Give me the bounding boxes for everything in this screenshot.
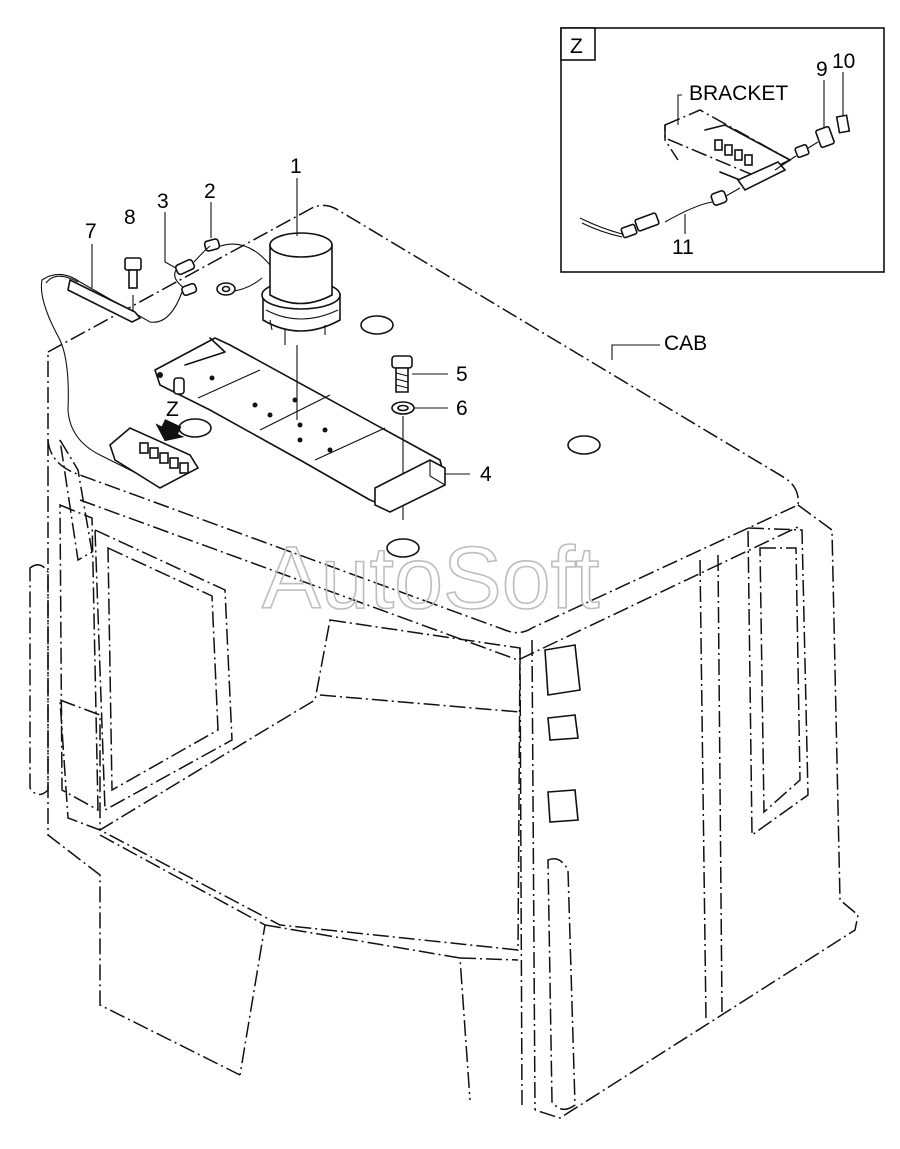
wire-harness (40, 238, 271, 481)
label-part-1: 1 (290, 155, 302, 178)
part-labels: 1 2 3 4 5 6 7 8 9 10 11 CAB BRACKET Z Z (85, 35, 855, 486)
label-part-4: 4 (480, 463, 492, 486)
beacon-lamp (261, 232, 341, 345)
label-view-z: Z (166, 398, 179, 421)
label-inset-z: Z (570, 35, 583, 58)
bracket-4 (374, 459, 470, 513)
bolt-5 (391, 355, 448, 393)
bolt-8 (124, 257, 142, 289)
leader-lines (164, 178, 660, 420)
label-part-11: 11 (672, 236, 694, 259)
roof-bosses (178, 315, 601, 558)
label-part-7: 7 (85, 220, 97, 243)
label-part-2: 2 (204, 180, 216, 203)
label-part-3: 3 (157, 190, 169, 213)
label-part-6: 6 (456, 397, 468, 420)
label-part-5: 5 (456, 363, 468, 386)
label-part-10: 10 (832, 50, 855, 73)
bracket-left (109, 427, 200, 489)
cab-outline (29, 204, 859, 1119)
inset-detail-z (560, 27, 885, 273)
view-arrow-z (155, 419, 185, 442)
label-bracket: BRACKET (689, 82, 788, 105)
label-cab: CAB (664, 332, 707, 355)
watermark: AutoSoft (262, 528, 600, 627)
label-part-9: 9 (816, 58, 828, 81)
label-part-8: 8 (124, 206, 136, 229)
